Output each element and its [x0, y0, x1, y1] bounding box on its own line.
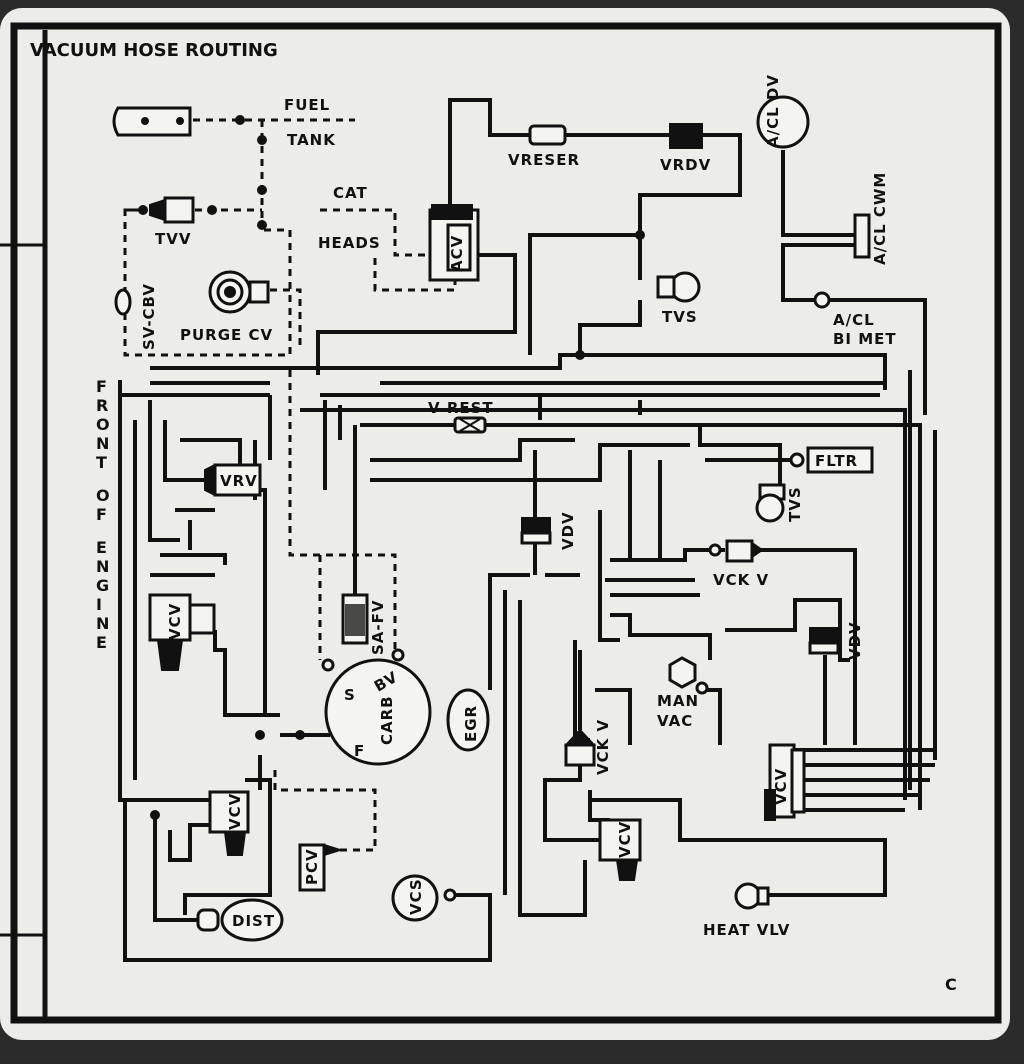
junction-dots — [138, 115, 645, 820]
label-vcv-left: VCV — [166, 603, 184, 640]
vdv-mid-valve — [520, 517, 552, 545]
ac-dv-actuator — [756, 95, 810, 149]
label-vck-v-mid: VCK V — [713, 571, 769, 589]
tvs-mid-switch — [755, 483, 786, 523]
vdv-right-valve — [808, 627, 840, 655]
label-vcs: VCS — [407, 878, 425, 915]
ac-bimet-sensor — [813, 291, 831, 309]
vck-v-mid-valve — [708, 539, 764, 563]
heat-vlv-valve — [734, 882, 770, 910]
label-carb-f: F — [354, 742, 365, 760]
sa-fv-valve — [341, 593, 369, 645]
vrdv-valve — [669, 123, 703, 149]
label-vrv: VRV — [220, 472, 258, 490]
label-vcv-bottom-mid: VCV — [616, 821, 634, 858]
acv-valve — [428, 204, 480, 282]
label-dist: DIST — [232, 912, 275, 930]
label-vdv-right: VDV — [846, 621, 864, 660]
label-sv-cbv: SV-CBV — [140, 283, 158, 350]
label-v-rest: V REST — [428, 399, 494, 417]
corner-mark: C — [945, 975, 957, 994]
label-tvv: TVV — [155, 230, 191, 248]
label-purge-cv: PURGE CV — [180, 326, 273, 344]
label-tvs-mid: TVS — [786, 486, 804, 522]
label-tank: TANK — [287, 131, 336, 149]
label-heat-vlv: HEAT VLV — [703, 921, 790, 939]
pcv-valve — [298, 843, 344, 892]
label-egr: EGR — [462, 705, 480, 742]
dist-distributor — [196, 898, 284, 942]
label-ac-bimet-1: A/CL — [833, 311, 875, 329]
label-tvs-top: TVS — [662, 308, 698, 326]
label-ac-bimet-2: BI MET — [833, 330, 897, 348]
dashed-hoses — [123, 118, 457, 852]
label-sa-fv: SA-FV — [369, 600, 387, 656]
labels: VACUUM HOSE ROUTING C FUEL TANK CAT HEAD… — [30, 40, 957, 994]
diagram-title: VACUUM HOSE ROUTING — [30, 40, 278, 61]
label-fuel: FUEL — [284, 96, 330, 114]
label-carb-s: S — [344, 686, 356, 704]
fltr-filter — [789, 446, 874, 474]
label-acv: ACV — [448, 235, 466, 272]
tvv-valve — [149, 196, 195, 224]
vcv-bottom-mid-valve — [598, 818, 642, 881]
label-vck-v-low: VCK V — [594, 719, 612, 775]
vcv-left-valve — [148, 593, 216, 671]
egr-valve — [446, 688, 490, 752]
carburetor — [321, 648, 432, 766]
ac-cwm-switch — [853, 213, 871, 259]
vcs-switch — [391, 874, 457, 922]
label-man-vac-1: MAN — [657, 692, 699, 710]
label-fltr: FLTR — [815, 452, 858, 470]
label-man-vac-2: VAC — [657, 712, 693, 730]
vrv-valve — [204, 463, 262, 497]
man-vac-port — [668, 656, 709, 695]
label-pcv: PCV — [303, 848, 321, 885]
sv-cbv-valve — [114, 288, 132, 316]
label-carb: CARB — [378, 695, 396, 745]
label-cat: CAT — [333, 184, 368, 202]
vcv-lower-left-valve — [208, 790, 250, 856]
fuel-tank-connector — [112, 106, 192, 137]
label-vcv-right: VCV — [772, 768, 790, 805]
label-ac-cwm: A/CL CWM — [871, 172, 889, 265]
purge-cv-valve — [208, 270, 270, 314]
vreser-reservoir — [528, 124, 567, 146]
v-rest-restrictor — [453, 416, 487, 434]
label-vdv-mid: VDV — [559, 511, 577, 550]
decal-border — [10, 22, 1002, 1024]
vcv-right-valve — [764, 743, 806, 821]
label-vrdv: VRDV — [660, 156, 711, 174]
vck-v-low-valve — [563, 728, 597, 767]
tvs-top-switch — [656, 271, 701, 303]
label-heads: HEADS — [318, 234, 381, 252]
label-ac-dv: A/CL DV — [764, 74, 782, 148]
label-vcv-lower-left: VCV — [226, 793, 244, 830]
label-vreser: VRESER — [508, 151, 580, 169]
